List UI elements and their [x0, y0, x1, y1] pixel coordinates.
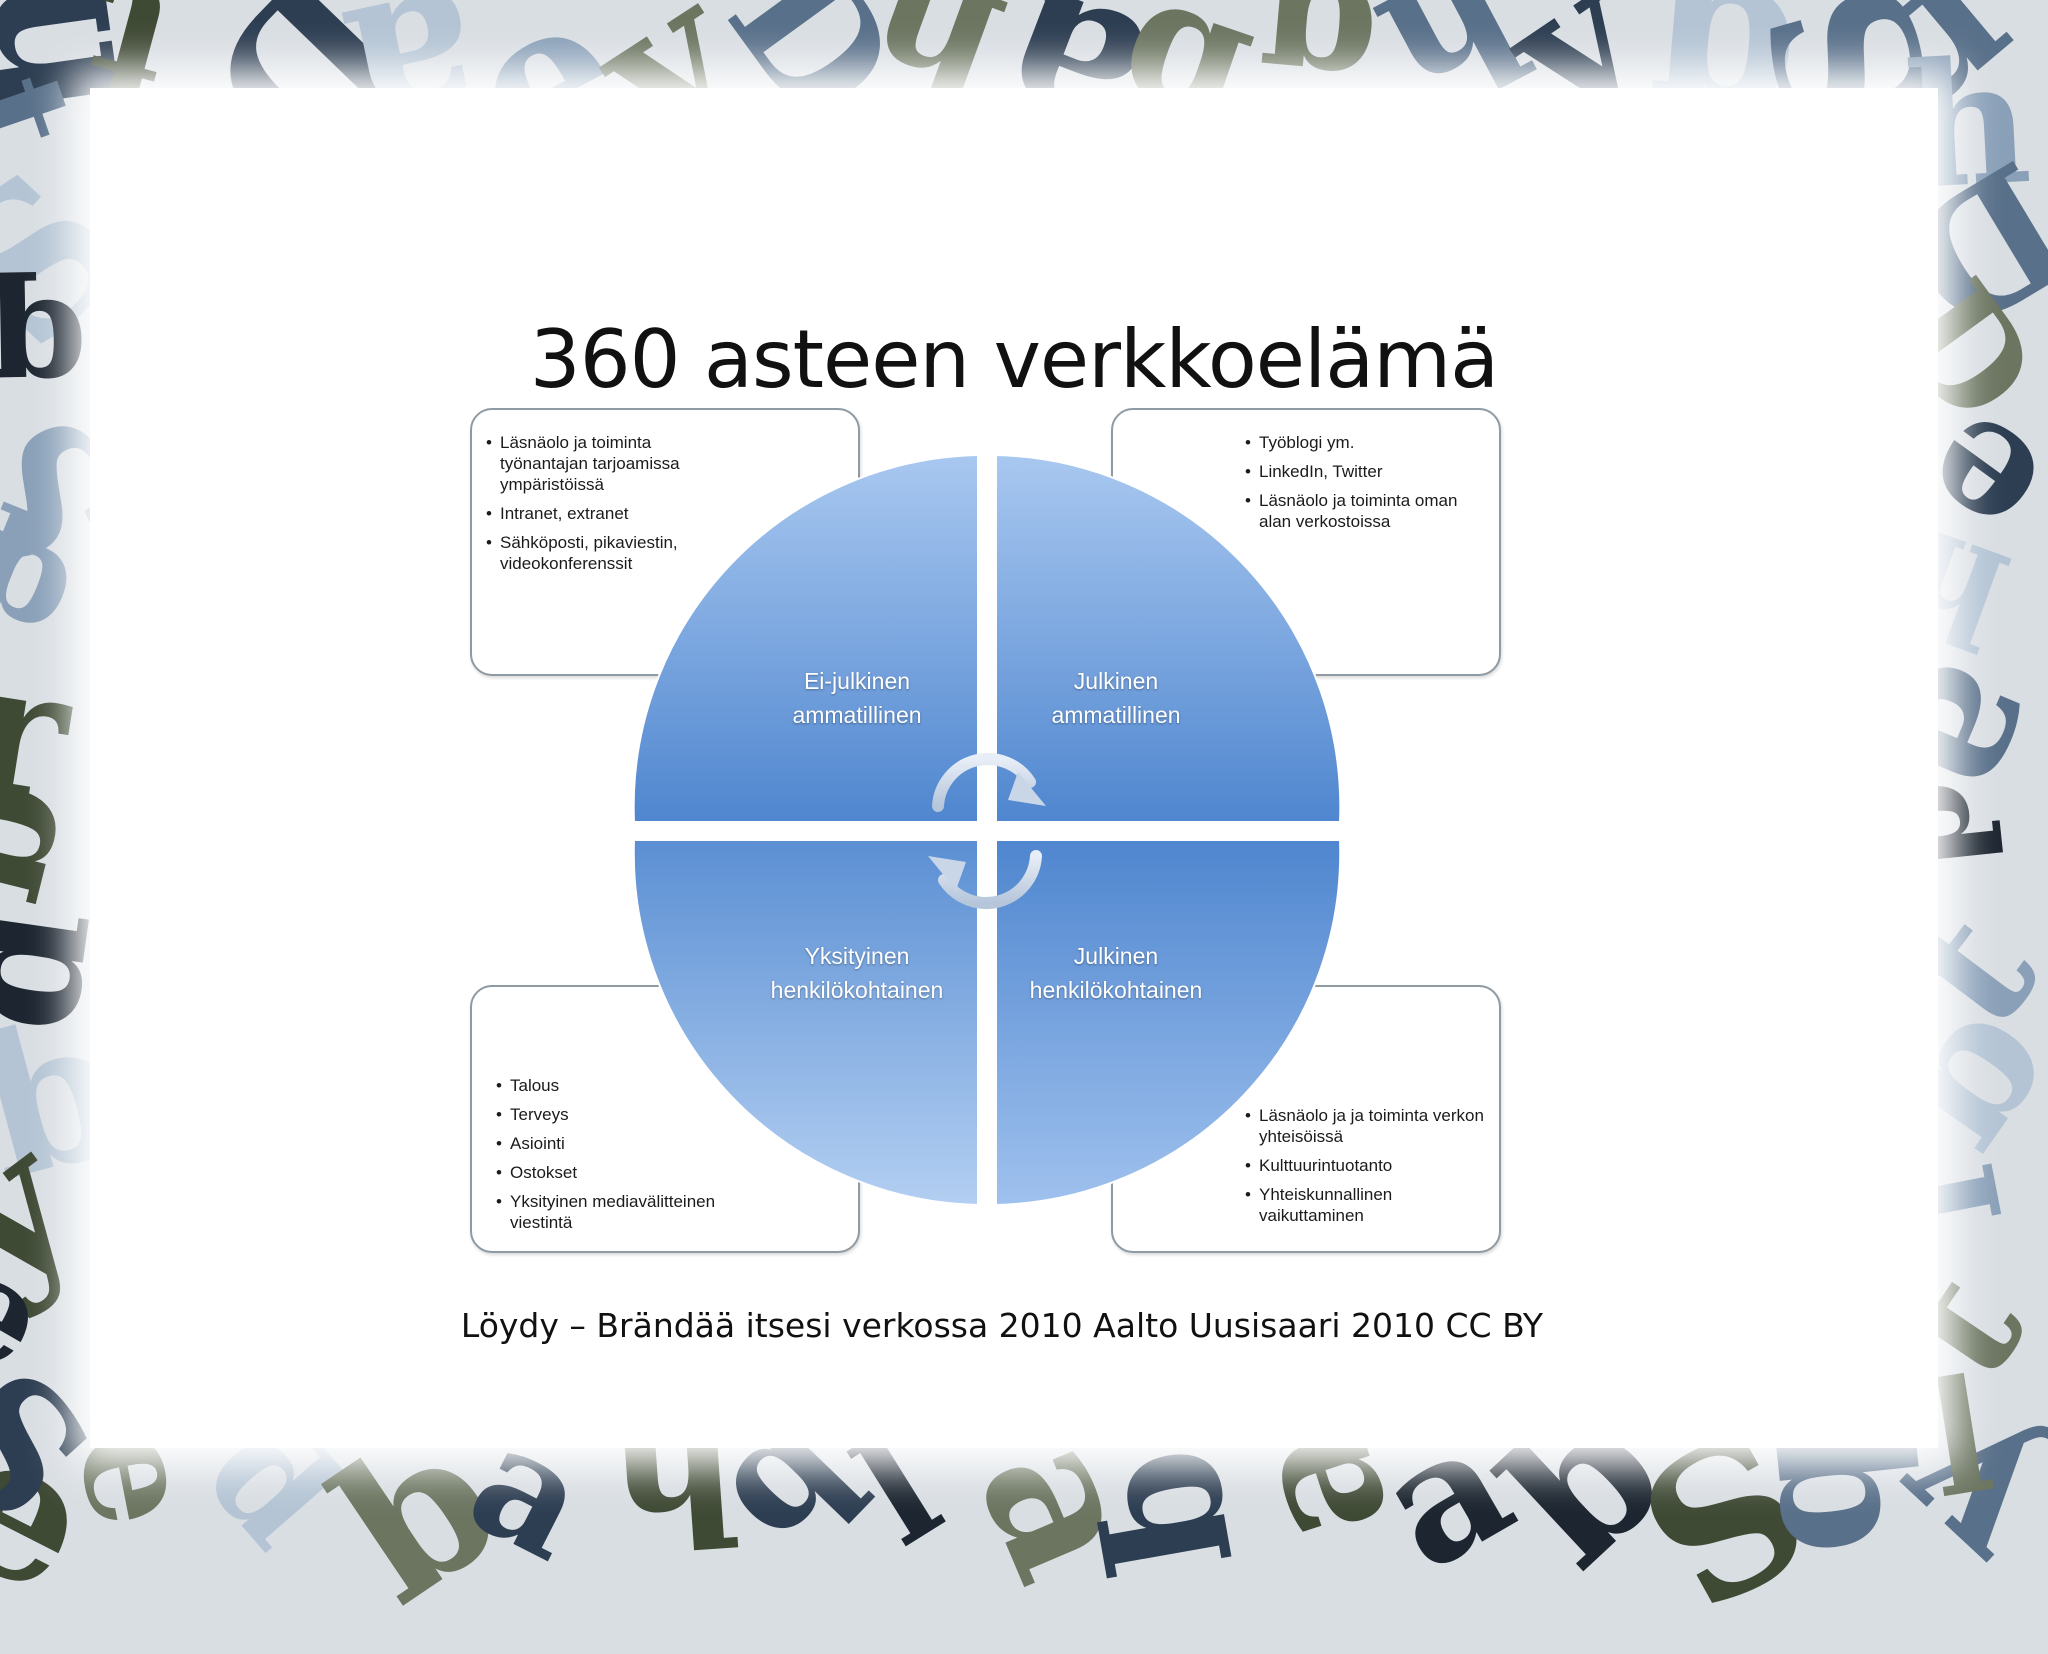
- list-item: Työblogi ym.: [1245, 432, 1485, 453]
- source-caption: Löydy – Brändää itsesi verkossa 2010 Aal…: [460, 1306, 1544, 1345]
- list-item: Kulttuurintuotanto: [1245, 1155, 1485, 1176]
- cycle-arrowhead-top: [1008, 772, 1046, 806]
- list-item: LinkedIn, Twitter: [1245, 461, 1485, 482]
- list-bottom-left: Talous Terveys Asiointi Ostokset Yksityi…: [496, 1075, 736, 1241]
- quadrant-bottom-right: [995, 839, 1342, 1207]
- slide-title: 360 asteen verkkoelämä: [529, 313, 1499, 406]
- quadrant-circle: [632, 453, 1342, 1207]
- cycle-arrow-bottom: [938, 850, 1042, 909]
- list-item: Läsnäolo ja ja toiminta verkon yhteisöis…: [1245, 1105, 1485, 1147]
- list-bottom-right: Läsnäolo ja ja toiminta verkon yhteisöis…: [1245, 1105, 1485, 1234]
- quadrant-top-left: [632, 453, 979, 823]
- cycle-arrow-top: [932, 753, 1036, 812]
- list-item: Asiointi: [496, 1133, 736, 1154]
- quadrant-diagram: Läsnäolo ja toiminta työnantajan tarjoam…: [0, 0, 2048, 1535]
- list-top-left: Läsnäolo ja toiminta työnantajan tarjoam…: [486, 432, 726, 582]
- list-top-right: Työblogi ym. LinkedIn, Twitter Läsnäolo …: [1245, 432, 1485, 540]
- list-item: Yhteiskunnallinen vaikuttaminen: [1245, 1184, 1485, 1226]
- list-item: Läsnäolo ja toiminta työnantajan tarjoam…: [486, 432, 726, 495]
- list-item: Läsnäolo ja toiminta oman alan verkostoi…: [1245, 490, 1485, 532]
- quadrant-top-right: [995, 453, 1342, 823]
- list-item: Talous: [496, 1075, 736, 1096]
- list-item: Terveys: [496, 1104, 736, 1125]
- cycle-arrowhead-bottom: [928, 856, 966, 890]
- list-item: Intranet, extranet: [486, 503, 726, 524]
- list-item: Sähköposti, pikaviestin, videokonferenss…: [486, 532, 726, 574]
- list-item: Yksityinen mediavälitteinen viestintä: [496, 1191, 736, 1233]
- list-item: Ostokset: [496, 1162, 736, 1183]
- quadrant-bottom-left: [632, 839, 979, 1207]
